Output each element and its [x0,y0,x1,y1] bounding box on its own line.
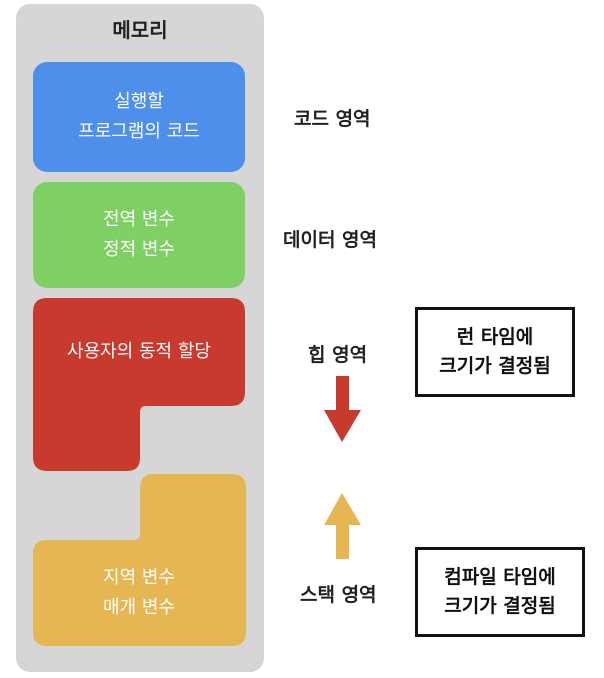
compile-note-line2: 크기가 결정됨 [444,595,556,617]
stack-segment-line2: 매개 변수 [103,597,175,618]
code-area-label: 코드 영역 [294,108,371,130]
heap-segment: 사용자의 동적 할당 [33,298,245,406]
runtime-note: 런 타임에 크기가 결정됨 [415,307,575,397]
compile-note-line1: 컴파일 타임에 [444,565,556,588]
code-segment: 실행할 프로그램의 코드 [33,62,245,172]
code-segment-line2: 프로그램의 코드 [78,121,200,142]
memory-title: 메모리 [112,18,168,42]
stack-segment-line1: 지역 변수 [103,567,175,589]
heap-growth-arrow [324,376,361,442]
heap-area-label: 힙 영역 [308,344,368,366]
stack-segment: 지역 변수 매개 변수 [33,540,245,646]
code-segment-line1: 실행할 [114,91,164,113]
data-area-label: 데이터 영역 [283,229,378,251]
stack-growth-arrow [324,493,361,559]
runtime-note-line2: 크기가 결정됨 [439,355,551,377]
data-segment-line2: 정적 변수 [103,239,175,260]
stack-block [33,474,246,646]
stack-area-label: 스택 영역 [300,584,377,606]
heap-block [33,298,245,471]
data-segment-line1: 전역 변수 [103,209,175,231]
compile-note: 컴파일 타임에 크기가 결정됨 [415,547,585,637]
heap-segment-label: 사용자의 동적 할당 [67,341,211,363]
data-segment: 전역 변수 정적 변수 [33,182,245,288]
runtime-note-line1: 런 타임에 [456,325,534,348]
